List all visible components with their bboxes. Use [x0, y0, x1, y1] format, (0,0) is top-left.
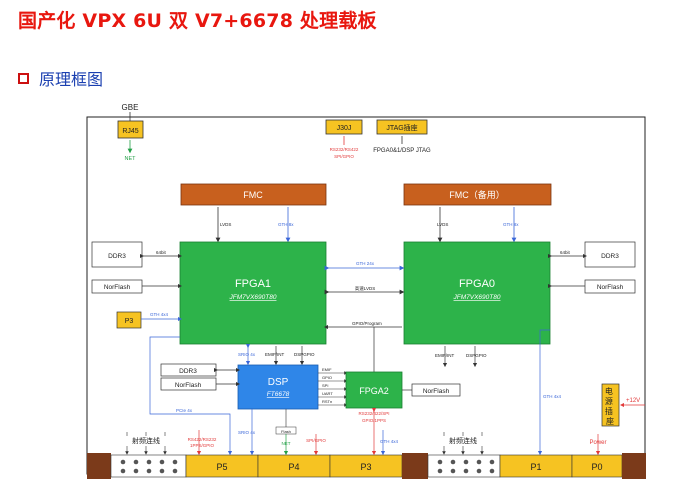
dsp-norflash-label: NorFlash: [175, 382, 202, 389]
fpga0-ddr3-bus: 64bit: [560, 250, 571, 255]
fmc1-gth-label: GTH 8x: [278, 222, 294, 227]
vpx-right-guide: [622, 453, 646, 479]
dsp-rstn-label: RSTn: [322, 399, 332, 404]
dsp-flash-small-label: Flash: [281, 429, 291, 434]
gbe-label: GBE: [122, 103, 139, 112]
fpga0-norflash-label: NorFlash: [597, 284, 624, 291]
fpga2-label: FPGA2: [359, 386, 389, 396]
dsp-ddr3-label: DDR3: [179, 368, 197, 375]
fpga0-part: JFM7VX690T80: [453, 294, 501, 301]
fpga0-ddr3-label: DDR3: [601, 253, 619, 260]
power-socket-char-4: 座: [606, 416, 614, 426]
lvds-mid-label: 高速LVDS: [355, 285, 375, 292]
fmc1-block: [180, 183, 327, 206]
j30j-block: [325, 119, 363, 135]
fmc0-label: FMC（备用）: [449, 189, 505, 200]
fmc1-lvds-label: LVDS: [220, 222, 231, 227]
fpga0-dspgpio-label: DSPGPIO: [466, 353, 487, 358]
section-heading: 原理框图: [18, 66, 103, 90]
p0-label: P0: [591, 462, 602, 472]
rf-connector-right: [427, 454, 501, 478]
fpga0-block: [403, 241, 551, 345]
dsp-spi-label: SPI: [322, 383, 328, 388]
fpga1-ddr3-label: DDR3: [108, 253, 126, 260]
page-title: 国产化 VPX 6U 双 V7+6678 处理载板: [18, 10, 377, 32]
spigpio-label: SPI/GPIO: [306, 438, 326, 443]
gpio-program-label: GPIO/Program: [352, 321, 382, 326]
fmc0-block: [403, 183, 552, 206]
fpga0-emif-label: EMIF/INT: [435, 353, 454, 358]
fpga1-ddr3-bus: 64bit: [156, 250, 167, 255]
fpga1-block: [179, 241, 327, 345]
rs422-label: RS422/RS232: [188, 437, 217, 442]
fpga2-norflash-label: NorFlash: [423, 388, 450, 395]
fpga1-dspgpio-label: DSPGPIO: [294, 352, 315, 357]
v12-label: +12V: [626, 398, 640, 404]
p3-gth-label: GTH 4x4: [150, 312, 169, 317]
p3-gth-bottom-label: GTH 4x4: [380, 439, 399, 444]
fpga2-block: [345, 371, 403, 409]
fmc0-lvds-label: LVDS: [437, 222, 448, 227]
dsp-net-label: NET: [282, 441, 291, 446]
fpga1-emif-label: EMIF/INT: [265, 352, 284, 357]
j30j-label: J30J: [337, 125, 352, 132]
fpga0-label: FPGA0: [459, 278, 495, 290]
fpga1-norflash-label: NorFlash: [104, 284, 131, 291]
dsp-part: FT6678: [267, 391, 290, 398]
jtag-label: JTAG插座: [386, 123, 417, 132]
pps-label: 1PPS/GPIO: [190, 443, 215, 448]
rf-left-label: 射频连线: [132, 436, 160, 445]
fpga2-gpio-label: GPIO/1PPS: [362, 418, 386, 423]
fpga1-label: FPGA1: [235, 278, 271, 290]
rf-right-label: 射频连线: [449, 436, 477, 445]
fpga0-ddr3-block: [584, 241, 636, 268]
fmc1-label: FMC: [243, 190, 263, 200]
power-label: Power: [589, 440, 606, 446]
p1-gth-label: GTH 4x4: [543, 394, 562, 399]
p3-left-block: [116, 311, 142, 329]
square-bullet-icon: [18, 72, 29, 84]
fpga1-ddr3-block: [91, 241, 143, 268]
dsp-block: [237, 364, 319, 410]
power-socket-char-2: 源: [605, 397, 613, 406]
vpx-mid-guide: [402, 453, 428, 479]
j30j-sig1: RS232/RS422: [330, 147, 359, 152]
dsp-gpio-label: GPIO: [322, 375, 332, 380]
power-socket-label: 电 源 插 座: [605, 386, 615, 426]
p5-label: P5: [216, 462, 227, 472]
dsp-uart-label: UART: [322, 391, 333, 396]
fpga1-part: JFM7VX690T80: [229, 294, 277, 301]
jtag-sig: FPGA0&1/DSP JTAG: [373, 148, 431, 154]
fmc0-gth-label: GTH 8x: [503, 222, 519, 227]
dsp-emif-label: EMIF: [322, 367, 332, 372]
fpga1-srio-label: SRIO 4x: [238, 352, 256, 357]
p3-left-label: P3: [125, 318, 134, 325]
p1-label: P1: [530, 462, 541, 472]
power-socket-block: [601, 383, 620, 427]
fpga1-norflash-block: [91, 279, 143, 294]
power-socket-char-3: 插: [605, 406, 613, 416]
dsp-label: DSP: [268, 377, 289, 388]
p3-label: P3: [360, 462, 371, 472]
pcie-label: PCIe 4x: [176, 408, 193, 413]
rf-connector-left: [110, 454, 187, 478]
rj45-block: [117, 120, 144, 139]
p4-label: P4: [288, 462, 299, 472]
fpga2-rs-label: RS232/422/SPI: [358, 411, 389, 416]
gth24x-label: GTH 24x: [356, 261, 375, 266]
power-socket-char-1: 电: [605, 386, 613, 396]
vpx-left-guide: [87, 453, 111, 479]
j30j-sig2: SPI/GPIO: [334, 154, 354, 159]
rj45-net-label: NET: [125, 156, 137, 162]
dsp-srio-label: SRIO 4x: [238, 430, 256, 435]
rj45-label: RJ45: [122, 128, 138, 135]
section-label: 原理框图: [39, 70, 104, 89]
rf-right-dots: [437, 459, 495, 474]
rf-left-dots: [120, 459, 178, 474]
fpga0-norflash-block: [584, 279, 636, 294]
jtag-block: [376, 119, 428, 135]
